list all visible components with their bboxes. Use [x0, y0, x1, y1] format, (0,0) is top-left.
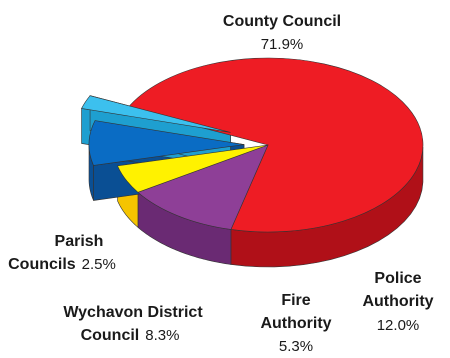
slice-label-police-authority-value: 12.0%: [377, 317, 420, 334]
pie-tops: [81, 57, 424, 233]
slice-label-wychavon-line-2: Council 8.3%: [81, 327, 180, 344]
slice-label-parish-value: 2.5%: [82, 256, 116, 273]
slice-county-council: [126, 57, 424, 233]
slice-parish-councils: [81, 95, 231, 133]
slice-fire-authority: [117, 144, 269, 193]
slice-label-parish-line-2: Councils 2.5%: [8, 256, 116, 273]
slice-label-wychavon-value: 8.3%: [145, 327, 179, 344]
slice-label-fire-authority-name-1: Fire: [281, 292, 310, 309]
slice-label-police-authority-name-1: Police: [374, 270, 421, 287]
pie-labels: County Council 71.9% Police Authority 12…: [8, 13, 434, 355]
slice-label-parish-name-1: Parish: [55, 233, 104, 250]
slice-label-county-council-value: 71.9%: [261, 36, 304, 53]
slice-label-fire-authority-value: 5.3%: [279, 338, 313, 355]
slice-police-authority: [137, 144, 269, 230]
slice-label-wychavon-name-2: Council: [81, 327, 140, 344]
slice-label-fire-authority-name-2: Authority: [260, 315, 331, 332]
slice-label-parish-name-2: Councils: [8, 256, 76, 273]
slice-label-county-council-name: County Council: [223, 13, 341, 30]
slice-label-wychavon-name-1: Wychavon District: [63, 304, 203, 321]
slice-wychavon-district-council: [88, 120, 245, 166]
slice-label-police-authority-name-2: Authority: [362, 293, 433, 310]
